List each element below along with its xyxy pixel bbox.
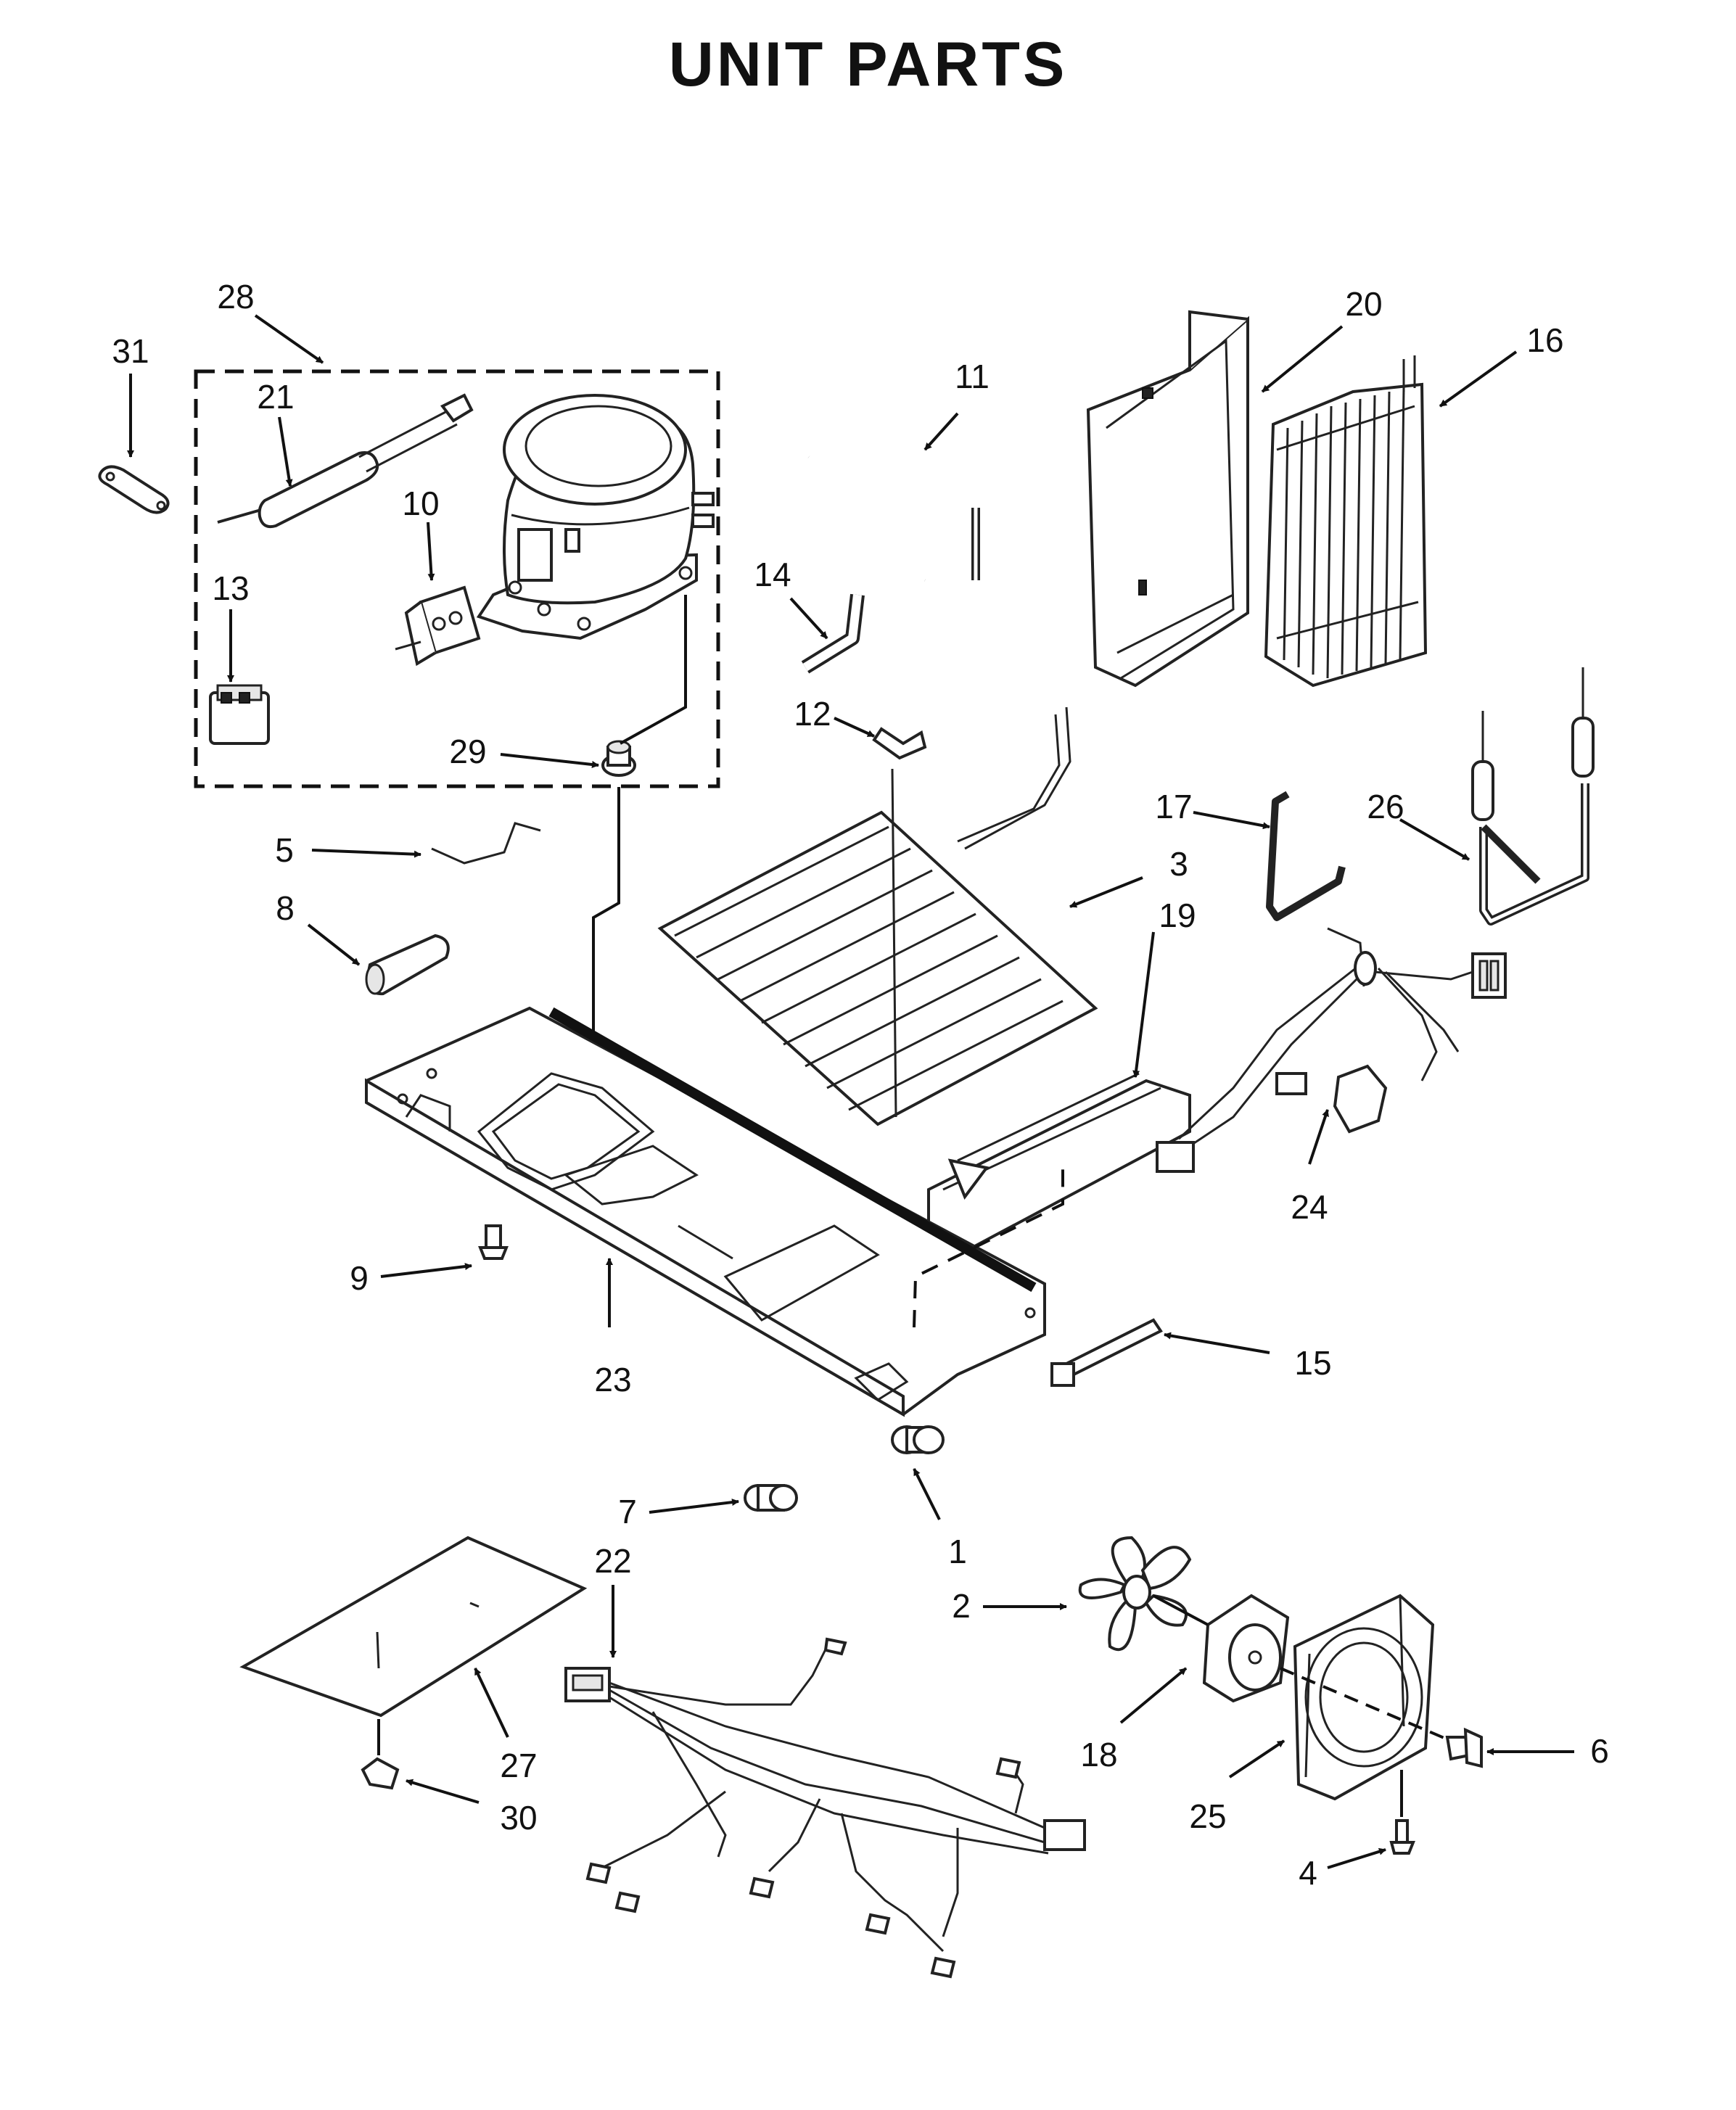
part-13-overload [209,684,270,745]
callout-27: 27 [500,1747,537,1784]
part-1-grommet [891,1425,945,1454]
compressor-assembly-box [194,369,720,788]
callout-3: 3 [1169,845,1188,883]
callout-20: 20 [1345,285,1382,323]
part-7-grommet [744,1484,798,1512]
callout-labels: 31 28 21 10 13 29 11 20 16 14 12 5 8 17 … [112,278,1608,1892]
callout-22: 22 [594,1542,631,1580]
part-29-grommet [601,740,636,777]
part-20-shroud [1086,310,1249,688]
part-25-fan-shroud [1293,1594,1435,1801]
part-2-fan-blade [1078,1536,1192,1652]
compressor [476,394,715,640]
callout-6: 6 [1590,1732,1609,1770]
callout-30: 30 [500,1799,537,1837]
callout-29: 29 [449,733,486,770]
callout-11: 11 [955,358,990,395]
callout-24: 24 [1291,1188,1328,1226]
part-9-screw [478,1224,509,1260]
part-23-base-plate [365,1006,1046,1417]
callout-21: 21 [257,378,294,416]
callout-18: 18 [1080,1736,1117,1773]
callout-13: 13 [212,569,249,607]
part-10-start-relay [395,585,481,667]
part-30-clip [361,1719,400,1790]
callout-1: 1 [948,1533,967,1570]
callout-26: 26 [1367,788,1404,825]
callout-9: 9 [350,1259,369,1297]
callout-19: 19 [1159,897,1196,934]
callout-4: 4 [1299,1854,1317,1892]
callout-17: 17 [1155,788,1192,825]
part-24-wire-harness [1156,927,1507,1173]
part-21-drier [217,393,474,529]
part-8-sleeve [365,934,450,996]
callout-31: 31 [112,332,149,370]
part-11-tube [807,456,980,582]
part-27-pad [239,1536,588,1718]
part-19-drain-pan [927,1072,1191,1250]
part-6-screw [1445,1727,1483,1768]
callout-8: 8 [276,889,295,927]
part-4-screw [1389,1770,1415,1855]
part-12-clip [872,727,927,760]
callout-5: 5 [275,831,294,869]
part-18-fan-motor [1153,1594,1290,1703]
callout-16: 16 [1526,321,1563,359]
page-title: UNIT PARTS [668,30,1068,99]
part-16-condenser [1264,355,1428,688]
callout-10: 10 [402,485,439,522]
part-3-evaporator [657,706,1098,1126]
part-15-wire-tie [1050,1318,1163,1387]
part-26-tubes [1471,667,1595,926]
callout-12: 12 [794,695,831,733]
callout-28: 28 [217,278,254,316]
callout-15: 15 [1294,1344,1331,1382]
part-22-wire-harness [564,1637,1086,1979]
callout-2: 2 [952,1587,971,1625]
part-31-strap [98,465,170,514]
callout-14: 14 [754,556,791,593]
leader-lines [127,314,1574,1869]
callout-23: 23 [594,1361,631,1398]
part-5-wire [431,822,541,865]
part-14-tube [801,593,865,674]
callout-25: 25 [1189,1797,1226,1835]
callout-7: 7 [618,1493,637,1530]
part-17-tube [1266,791,1346,921]
